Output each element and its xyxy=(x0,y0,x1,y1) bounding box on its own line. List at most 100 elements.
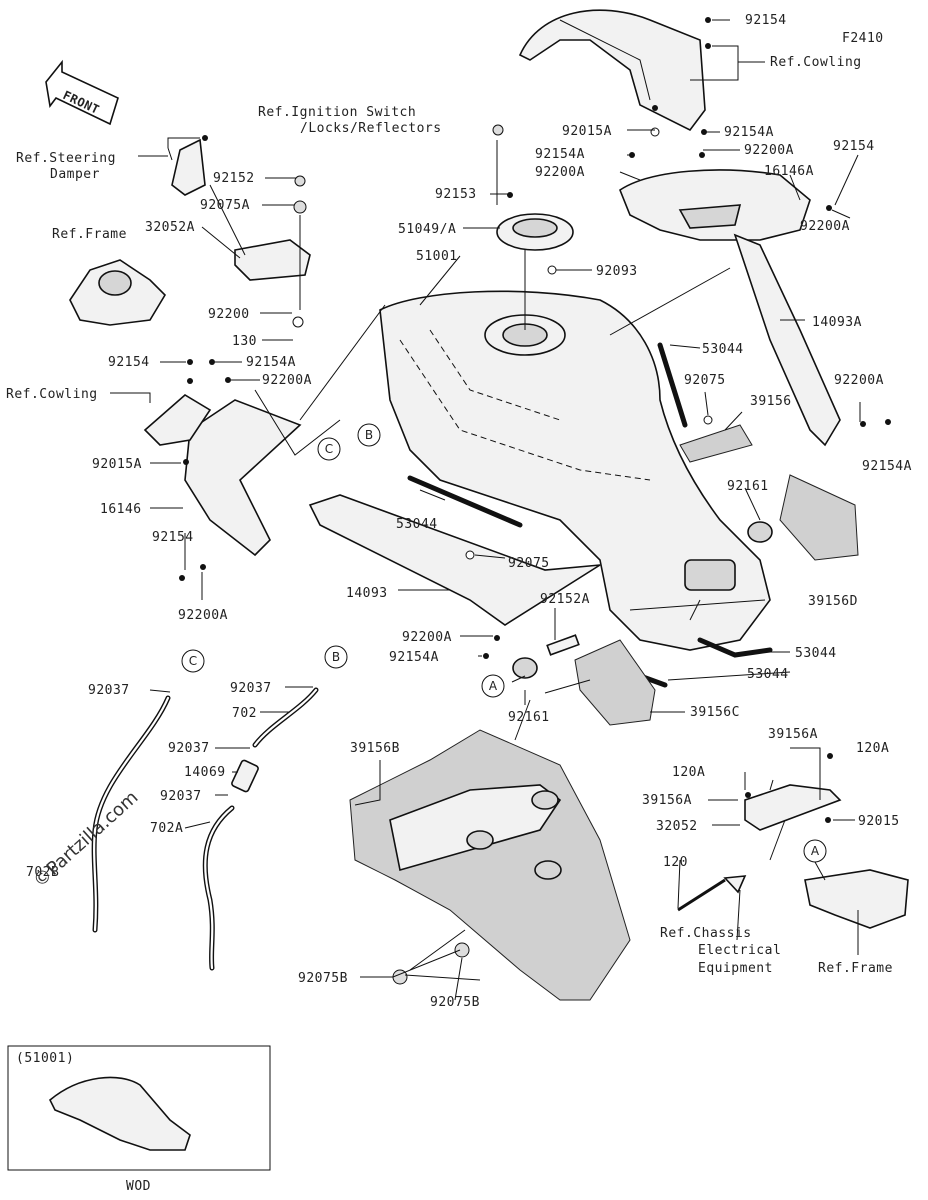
label-ref-steering-1: Ref.Steering xyxy=(16,151,116,166)
svg-text:B: B xyxy=(332,650,340,664)
label-39156: 39156 xyxy=(750,394,792,409)
seal-strip-53044-b xyxy=(407,475,523,528)
label-ref-frame-right: Ref.Frame xyxy=(818,961,893,976)
label-32052A: 32052A xyxy=(145,220,195,235)
sheet-39156 xyxy=(679,424,753,463)
label-92200A-left: 92200A xyxy=(262,373,312,388)
side-trim-14093 xyxy=(308,494,601,626)
label-92154A-left: 92154A xyxy=(246,355,296,370)
label-16146A: 16146A xyxy=(764,164,814,179)
svg-text:A: A xyxy=(489,679,498,693)
label-ref-frame-left: Ref.Frame xyxy=(52,227,127,242)
label-92152A: 92152A xyxy=(540,592,590,607)
label-92200: 92200 xyxy=(208,307,250,322)
upper-cowling-ref xyxy=(518,9,706,132)
label-92154A-low: 92154A xyxy=(389,650,439,665)
label-92037-4: 92037 xyxy=(160,789,202,804)
label-92154-left: 92154 xyxy=(108,355,150,370)
frame-ref-left xyxy=(69,259,167,326)
label-53044-r2: 53044 xyxy=(747,667,789,682)
label-ref-ignition-2: /Locks/Reflectors xyxy=(300,121,442,136)
variant-code: (51001) xyxy=(16,1051,74,1066)
svg-text:C: C xyxy=(325,442,333,456)
label-ref-ignition-1: Ref.Ignition Switch xyxy=(258,105,416,120)
label-14093: 14093 xyxy=(346,586,388,601)
label-92037-c: 92037 xyxy=(88,683,130,698)
svg-text:B: B xyxy=(365,428,373,442)
label-130: 130 xyxy=(232,334,257,349)
diagram-code: F2410 xyxy=(842,31,884,46)
label-92154-right: 92154 xyxy=(833,139,875,154)
callout-circle-a: A xyxy=(481,674,505,698)
label-ref-steering-2: Damper xyxy=(50,167,100,182)
fasteners xyxy=(179,17,891,659)
callout-circle-b-hose: B xyxy=(324,645,348,669)
svg-text:C: C xyxy=(189,654,197,668)
label-92154A-r2: 92154A xyxy=(862,459,912,474)
label-92154A-top: 92154A xyxy=(724,125,774,140)
label-92200A-right: 92200A xyxy=(800,219,850,234)
label-92075-mid: 92075 xyxy=(508,556,550,571)
callout-circle-c-hose: C xyxy=(181,649,205,673)
label-92075B-1: 92075B xyxy=(298,971,348,986)
label-92154-left2: 92154 xyxy=(152,530,194,545)
label-92015: 92015 xyxy=(858,814,900,829)
callout-circle-a-right: A xyxy=(803,839,827,863)
label-92037-b: 92037 xyxy=(230,681,272,696)
label-39156C: 39156C xyxy=(690,705,740,720)
collar-92152A xyxy=(546,634,580,656)
drain-hoses xyxy=(91,687,319,971)
tank-side-cover-left xyxy=(184,399,302,557)
grommet-92161-top xyxy=(747,521,773,543)
front-arrow-icon: FRONT xyxy=(45,59,119,126)
label-92015A-left: 92015A xyxy=(92,457,142,472)
label-92075-top: 92075 xyxy=(684,373,726,388)
leader-lines xyxy=(110,19,861,1001)
label-92075A: 92075A xyxy=(200,198,250,213)
callout-circle-b: B xyxy=(357,423,381,447)
label-92200A-r2: 92200A xyxy=(834,373,884,388)
tank-cover-upper-right xyxy=(619,169,811,241)
bolt-120 xyxy=(677,875,747,912)
label-14093A: 14093A xyxy=(812,315,862,330)
tank-under-cover-39156B xyxy=(349,729,631,1001)
label-92161-top: 92161 xyxy=(727,479,769,494)
label-39156B: 39156B xyxy=(350,741,400,756)
label-92152: 92152 xyxy=(213,171,255,186)
label-92200A-top: 92200A xyxy=(744,143,794,158)
left-cowling-ref xyxy=(143,394,212,446)
label-92200A-low: 92200A xyxy=(402,630,452,645)
label-92154-top: 92154 xyxy=(745,13,787,28)
sheet-39156D xyxy=(779,474,859,561)
label-92200A-left2: 92200A xyxy=(178,608,228,623)
label-ref-chassis-2: Electrical xyxy=(698,943,781,958)
label-92015A-top: 92015A xyxy=(562,124,612,139)
label-120: 120 xyxy=(663,855,688,870)
frame-ref-right xyxy=(804,869,909,929)
grommet-92161-bottom xyxy=(512,657,538,679)
label-ref-cowling-left: Ref.Cowling xyxy=(6,387,98,402)
label-53044-r1: 53044 xyxy=(795,646,837,661)
label-53044-top: 53044 xyxy=(702,342,744,357)
label-120A-1: 120A xyxy=(856,741,889,756)
label-51049A: 51049/A xyxy=(398,222,456,237)
sheet-39156C xyxy=(574,639,656,726)
side-trim-14093A xyxy=(733,233,841,447)
label-92153: 92153 xyxy=(435,187,477,202)
label-14069: 14069 xyxy=(184,765,226,780)
variant-box: (51001) WOD xyxy=(7,1045,271,1194)
label-32052: 32052 xyxy=(656,819,698,834)
label-39156A-top: 39156A xyxy=(768,727,818,742)
seal-strip-53044-c xyxy=(697,637,773,658)
label-39156D: 39156D xyxy=(808,594,858,609)
fuel-tank-51001 xyxy=(379,290,771,651)
watermark: ©Partzilla.com xyxy=(29,787,142,892)
label-92037-3: 92037 xyxy=(168,741,210,756)
label-92200A-mid: 92200A xyxy=(535,165,585,180)
svg-text:A: A xyxy=(811,844,820,858)
label-ref-chassis-3: Equipment xyxy=(698,961,773,976)
label-53044-mid: 53044 xyxy=(396,517,438,532)
label-92161-bot: 92161 xyxy=(508,710,550,725)
fuel-cap-51049 xyxy=(496,213,574,251)
